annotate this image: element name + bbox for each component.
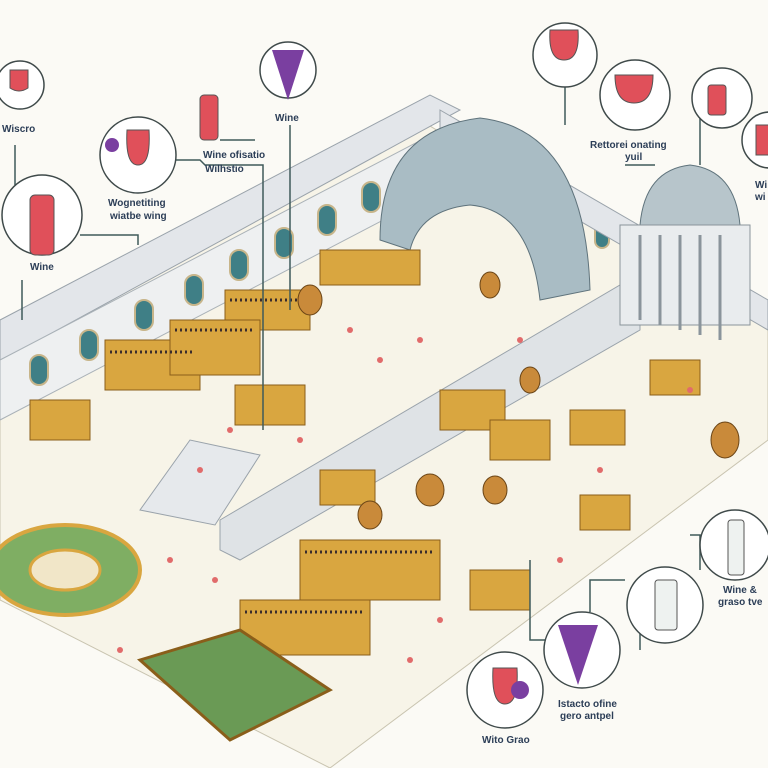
callout-label-8b: graso tve [718, 597, 763, 608]
callout-label-6b: yuil [625, 152, 643, 163]
callout-label-4b: wiatbe wing [110, 211, 167, 222]
glass-dome [379, 117, 591, 301]
wine-stalls [29, 249, 701, 656]
callout-label-8a: Wine & [723, 585, 757, 596]
windows [29, 181, 610, 386]
callout-label-10: Wito Grao [482, 735, 530, 746]
columns [638, 235, 722, 340]
callout-label-3a: Wine ofisatio [203, 150, 266, 161]
grapes-icons [105, 50, 598, 699]
bottle-rows [110, 298, 435, 614]
round-garden-center [28, 548, 102, 592]
callout-label-9a: Istacto ofine [558, 699, 617, 710]
crowd [117, 327, 693, 663]
wine-glass-icons [9, 29, 768, 705]
barrels [297, 271, 740, 530]
callout-label-6a: Rettorei onating [590, 140, 667, 151]
callout-label-7b: wi [755, 192, 766, 203]
callout-label-5: Wine [30, 262, 54, 273]
back-wall [0, 94, 462, 361]
portico-dome [639, 164, 741, 226]
wine-bottle-icons [29, 84, 745, 631]
staircase [139, 439, 261, 526]
callout-label-4a: Wognetiting [108, 198, 166, 209]
callout-label-7a: Wi [755, 180, 768, 191]
planter-bed [136, 628, 333, 742]
callout-label-1: Wiscro [2, 124, 36, 135]
callout-label-3b: Wilhstio [205, 164, 244, 175]
callout-label-9b: gero antpel [560, 711, 614, 722]
portico [619, 224, 751, 326]
callout-label-2: Wine [275, 113, 299, 124]
